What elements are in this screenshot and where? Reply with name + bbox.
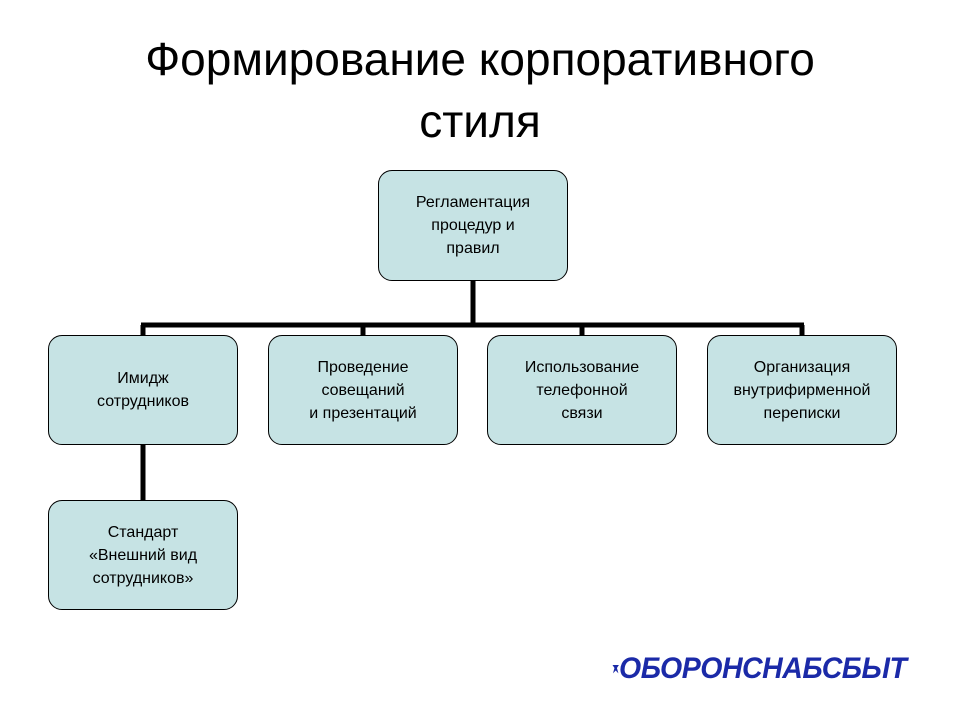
- node-text-line: «Внешний вид: [88, 546, 198, 564]
- node-meetings-presentations: Проведение совещаний и презентаций: [268, 335, 458, 445]
- node-text-line: переписки: [763, 404, 841, 422]
- node-text-line: правил: [446, 240, 500, 257]
- node-text-line: телефонной: [536, 381, 628, 399]
- logo-text: ОБОРОНСНАБСБЫТ: [619, 652, 907, 685]
- node-text-line: внутрифирменной: [733, 381, 871, 399]
- node-text-line: совещаний: [321, 381, 405, 399]
- node-text-line: Проведение: [317, 358, 409, 376]
- node-text-line: сотрудников»: [92, 569, 194, 587]
- node-internal-correspondence: Организация внутрифирменной переписки: [707, 335, 897, 445]
- slide-title: Формирование корпоративного стиля: [60, 28, 900, 152]
- slide-title-line-1: Формирование корпоративного: [145, 33, 815, 85]
- node-appearance-standard: Стандарт «Внешний вид сотрудников»: [48, 500, 238, 610]
- node-text-line: сотрудников: [97, 393, 189, 410]
- company-logo: ОБОРОНСНАБСБЫТ: [612, 646, 922, 692]
- node-phone-usage: Использование телефонной связи: [487, 335, 677, 445]
- node-text-line: процедур и: [431, 217, 515, 234]
- node-root-regulation: Регламентация процедур и правил: [378, 170, 568, 281]
- node-employee-image: Имидж сотрудников: [48, 335, 238, 445]
- node-text-line: Организация: [753, 358, 851, 376]
- slide-title-line-2: стиля: [419, 95, 541, 147]
- star-logo-icon: [612, 665, 619, 674]
- node-text-line: Регламентация: [415, 194, 531, 211]
- node-text-line: и презентаций: [309, 404, 417, 422]
- node-text-line: Использование: [524, 358, 640, 376]
- node-text-line: Стандарт: [107, 523, 179, 541]
- node-text-line: Имидж: [117, 370, 169, 387]
- node-text-line: связи: [561, 404, 603, 422]
